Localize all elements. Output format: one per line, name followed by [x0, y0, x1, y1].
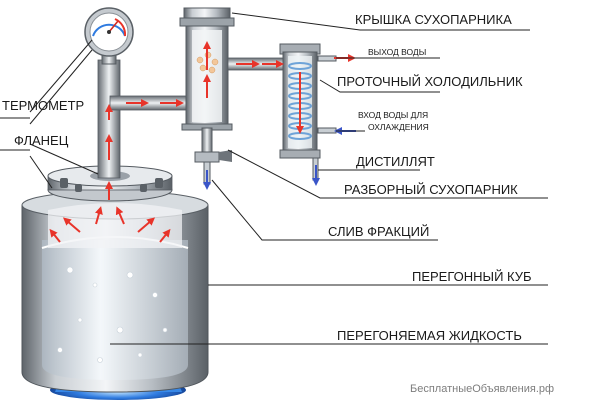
flow-cooler [280, 44, 336, 180]
label-fraction-drain: СЛИВ ФРАКЦИЙ [328, 224, 429, 239]
label-still-pot: ПЕРЕГОННЫЙ КУБ [412, 269, 532, 284]
thermometer-gauge [85, 8, 133, 64]
label-flange: ФЛАНЕЦ [14, 133, 69, 148]
watermark: БесплатныеОбъявления.рф [410, 383, 554, 395]
still-pot [22, 191, 208, 392]
label-flow-cooler: ПРОТОЧНЫЙ ХОЛОДИЛЬНИК [337, 74, 523, 89]
label-water-in-1: ВХОД ВОДЫ ДЛЯ [358, 110, 428, 120]
label-dry-steamer-lid: КРЫШКА СУХОПАРНИКА [355, 12, 512, 27]
label-distillate: ДИСТИЛЛЯТ [356, 154, 435, 169]
label-liquid: ПЕРЕГОНЯЕМАЯ ЖИДКОСТЬ [337, 328, 522, 343]
label-water-out: ВЫХОД ВОДЫ [368, 47, 426, 57]
drain-valve [195, 152, 219, 162]
label-thermometer: ТЕРМОМЕТР [2, 98, 84, 113]
label-water-in-2: ОХЛАЖДЕНИЯ [368, 122, 429, 132]
label-dismountable-steamer: РАЗБОРНЫЙ СУХОПАРНИК [344, 182, 518, 197]
